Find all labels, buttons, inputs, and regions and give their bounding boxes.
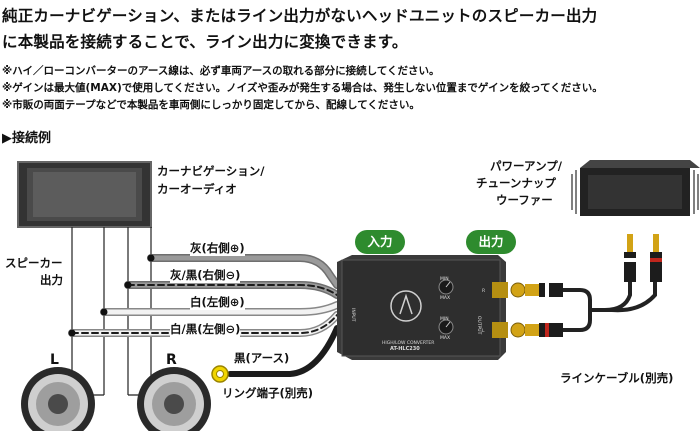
junction-dots	[68, 254, 155, 337]
speaker-out-label-1: スピーカー	[5, 256, 63, 270]
device-left-text: L	[482, 328, 485, 334]
brand-logo-icon	[390, 290, 422, 322]
output-badge: 出力	[466, 230, 516, 254]
ring-terminal-icon	[211, 365, 229, 383]
device-model: AT-HLC230	[390, 346, 420, 352]
heading-line-2: に本製品を接続することで、ライン出力に変換できます。	[2, 33, 408, 51]
section-title: ▶接続例	[2, 131, 51, 146]
wire-white-label: 白(左側⊕)	[190, 294, 245, 310]
note-mounting: ※市販の両面テープなどで本製品を車両側にしっかり固定してから、配線してください。	[2, 99, 420, 111]
line-cable	[563, 280, 657, 332]
wire-gray-black-label: 灰/黒(右側⊖)	[170, 267, 241, 283]
power-amp-icon	[571, 160, 700, 216]
device-min-text-2: MIN	[440, 316, 449, 322]
heading-line-1: 純正カーナビゲーション、またはライン出力がないヘッドユニットのスピーカー出力	[2, 7, 598, 25]
rca-plug-upper-icon	[525, 283, 563, 297]
note-gain: ※ゲインは最大値(MAX)で使用してください。ノイズや歪みが発生する場合は、発生…	[2, 82, 603, 94]
head-unit-label-2: カーオーディオ	[157, 182, 237, 196]
speaker-left-icon	[21, 367, 95, 431]
amp-rca-plugs	[624, 234, 662, 282]
wire-gray-label: 灰(右側⊕)	[190, 240, 245, 256]
note-ground: ※ハイ／ローコンバーターのアース線は、必ず車両アースの取れる部分に接続してくださ…	[2, 65, 440, 77]
speaker-right-label: R	[166, 352, 177, 368]
device-output-text: OUTPUT	[476, 316, 482, 335]
wire-white-black-label: 白/黒(左側⊖)	[170, 321, 241, 337]
wire-ground	[227, 325, 340, 377]
speaker-left-label: L	[50, 352, 59, 368]
device-right-text: R	[482, 288, 485, 294]
amp-label-1: パワーアンプ/	[490, 159, 562, 173]
amp-label-3: ウーファー	[496, 193, 553, 207]
line-cable-label: ラインケーブル(別売)	[560, 371, 674, 385]
device-input-text: INPUT	[350, 308, 356, 322]
rca-plug-lower-icon	[525, 323, 563, 337]
ring-terminal-label: リング端子(別売)	[222, 386, 314, 400]
ground-wire-label: 黒(アース)	[234, 351, 290, 365]
device-min-text: MIN	[440, 276, 449, 282]
device-subtitle: HIGH/LOW CONVERTER	[382, 340, 434, 346]
device-max-text: MAX	[440, 295, 450, 301]
device-max-text-2: MAX	[440, 335, 450, 341]
rca-jacks	[492, 282, 526, 338]
speaker-out-label-2: 出力	[40, 273, 63, 287]
input-badge: 入力	[355, 230, 405, 254]
head-unit-icon	[17, 161, 152, 228]
head-unit-label-1: カーナビゲーション/	[157, 164, 265, 178]
amp-label-2: チューンナップ	[476, 176, 556, 190]
converter-device	[337, 255, 506, 360]
speaker-right-icon	[137, 367, 211, 431]
